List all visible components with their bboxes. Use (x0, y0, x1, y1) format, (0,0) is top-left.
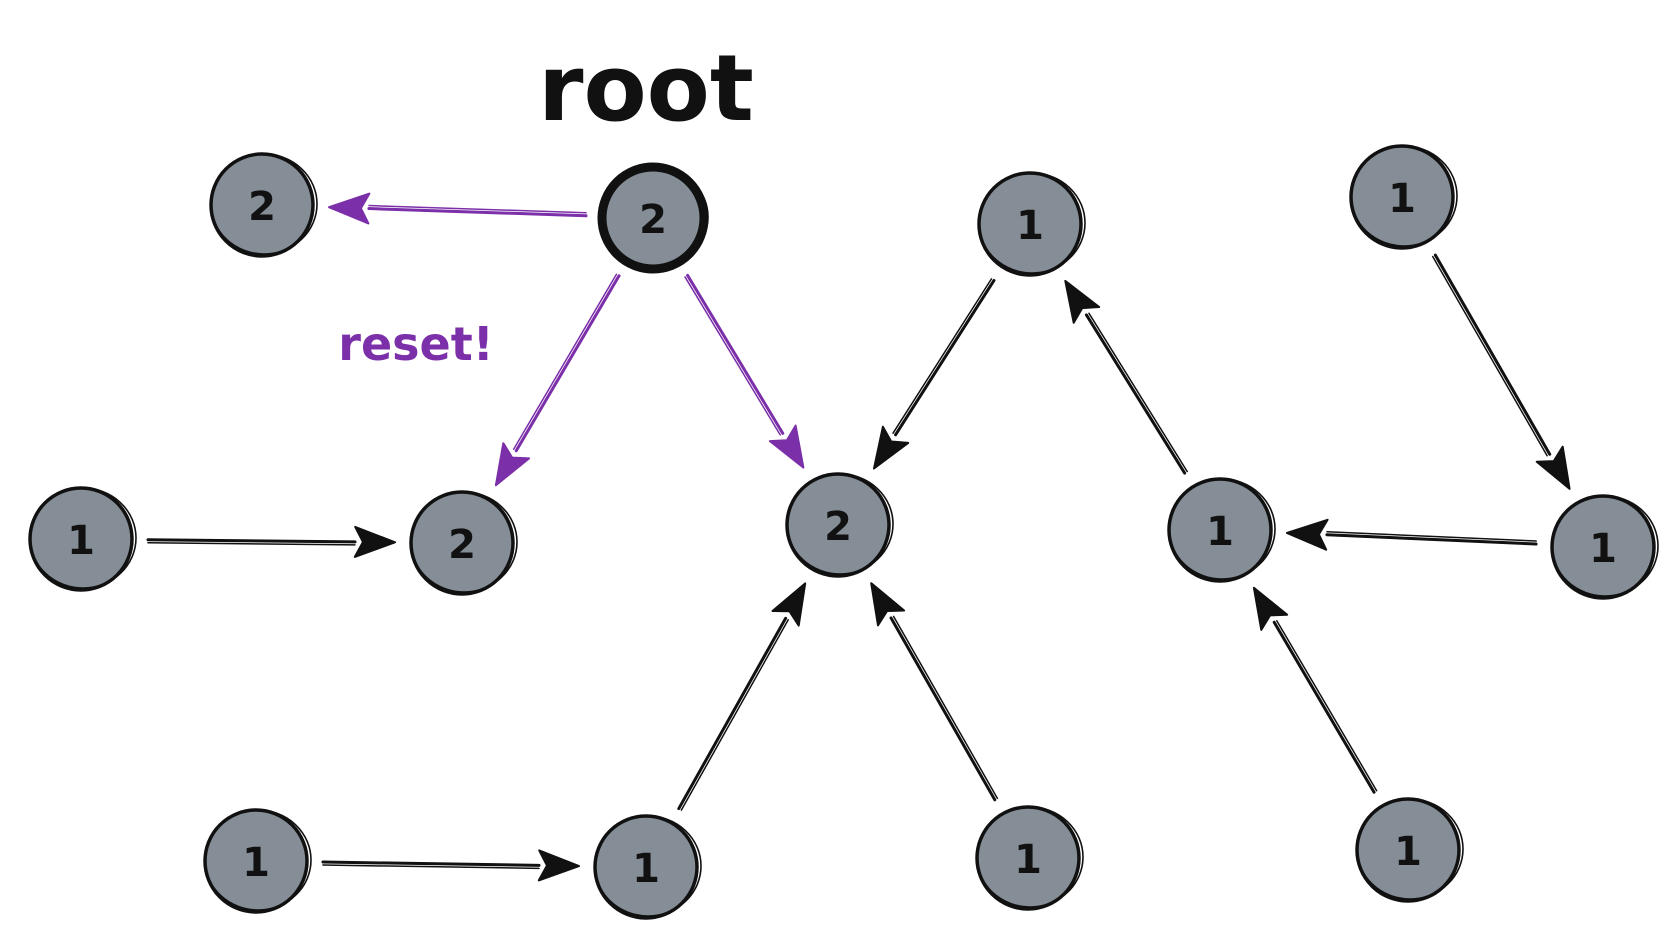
edge-line-sketch (892, 615, 999, 800)
edge-line (894, 278, 996, 437)
edge-line (367, 207, 588, 218)
arrowhead-icon (1535, 445, 1571, 490)
edge-line-sketch (1326, 530, 1537, 542)
edge-line-sketch (680, 619, 789, 811)
edge-line (686, 273, 785, 435)
node-n-bottom-3: 1 (975, 805, 1084, 911)
node-sketch-outline (210, 153, 318, 255)
node-n-mid-left-2: 2 (409, 490, 518, 596)
edge-n-bottom-1-to-n-bottom-2 (321, 849, 580, 882)
node-n-bottom-4: 1 (1355, 797, 1464, 903)
arrowhead-icon (873, 425, 910, 470)
edge-line-sketch (1276, 619, 1378, 792)
edge-line (514, 274, 621, 453)
node-label: 1 (632, 846, 660, 892)
edge-n-far-right-to-n-right-center (1285, 518, 1538, 551)
root-caption: root (538, 35, 754, 142)
node-n-bottom-2: 1 (593, 814, 702, 920)
node-sketch-outline (601, 166, 709, 268)
node-sketch-outline (976, 806, 1084, 908)
edge-line-sketch (147, 541, 356, 546)
node-sketch-outline (29, 487, 137, 589)
node-label: 1 (1589, 526, 1617, 572)
edge-line (321, 860, 541, 867)
arrowhead-icon (1064, 279, 1101, 324)
edge-line (1325, 533, 1538, 546)
edge-line-sketch (322, 864, 540, 870)
edge-line-sketch (512, 273, 618, 450)
node-n-top-mid: 1 (977, 171, 1086, 277)
node-n-mid-left: 1 (28, 486, 137, 592)
arrowhead-icon (328, 192, 371, 225)
arrowhead-icon (768, 424, 805, 469)
arrowhead-icon (494, 442, 531, 487)
edge-n-top-right-to-n-far-right (1432, 253, 1571, 490)
edge-line (889, 616, 997, 802)
node-sketch-outline (1551, 495, 1659, 597)
node-label: 1 (1394, 829, 1422, 875)
edge-line (1433, 253, 1552, 456)
edge-root-to-n-top-left (328, 192, 588, 225)
edge-line (146, 538, 357, 544)
edge-root-to-n-center (684, 273, 805, 469)
node-n-far-right: 1 (1550, 494, 1659, 600)
node-label: 2 (639, 197, 667, 243)
node-label: 2 (824, 504, 852, 550)
reset-caption: reset! (338, 317, 493, 371)
node-sketch-outline (1168, 478, 1276, 580)
node-n-center: 2 (785, 472, 894, 578)
edge-line-sketch (368, 204, 587, 214)
node-label: 2 (448, 522, 476, 568)
arrowhead-icon (1285, 518, 1329, 551)
node-n-top-right: 1 (1349, 144, 1458, 250)
node-label: 1 (1388, 176, 1416, 222)
edge-line (677, 616, 788, 811)
node-n-top-left: 2 (209, 152, 318, 258)
node-label: 1 (242, 840, 270, 886)
edge-n-bottom-3-to-n-center (870, 582, 999, 802)
edge-line-sketch (1432, 255, 1548, 457)
edge-root-to-n-mid-left-2 (494, 273, 621, 487)
node-label: 1 (1206, 509, 1234, 555)
edge-n-bottom-4-to-n-right-center (1252, 586, 1378, 794)
edge-n-mid-left-to-n-mid-left-2 (146, 525, 396, 558)
node-sketch-outline (1350, 145, 1458, 247)
node-sketch-outline (410, 491, 518, 593)
edge-n-bottom-2-to-n-center (677, 582, 807, 811)
arrowhead-icon (537, 849, 580, 882)
node-sketch-outline (786, 473, 894, 575)
node-sketch-outline (1356, 798, 1464, 900)
edge-n-top-mid-to-n-center (873, 278, 996, 470)
node-n-right-center: 1 (1167, 477, 1276, 583)
node-label: 1 (67, 518, 95, 564)
node-label: 1 (1014, 837, 1042, 883)
edge-line-sketch (892, 278, 993, 434)
edge-line-sketch (684, 276, 781, 436)
node-n-bottom-1: 1 (203, 808, 312, 914)
edges-layer (146, 192, 1571, 882)
node-sketch-outline (594, 815, 702, 917)
edge-n-right-center-to-n-top-mid (1064, 279, 1188, 475)
edge-line (1272, 620, 1376, 794)
arrowhead-icon (771, 582, 807, 627)
arrowhead-icon (870, 582, 906, 627)
node-label: 1 (1016, 203, 1044, 249)
arrowhead-icon (353, 525, 396, 558)
node-label: 2 (248, 184, 276, 230)
node-root: 2 (597, 162, 709, 274)
node-sketch-outline (204, 809, 312, 911)
edge-line-sketch (1088, 312, 1188, 473)
node-sketch-outline (978, 172, 1086, 274)
edge-line (1084, 313, 1187, 475)
nodes-layer: 2 2 1 2 2 1 1 1 1 1 1 1 1 (28, 144, 1659, 920)
arrowhead-icon (1252, 586, 1289, 631)
